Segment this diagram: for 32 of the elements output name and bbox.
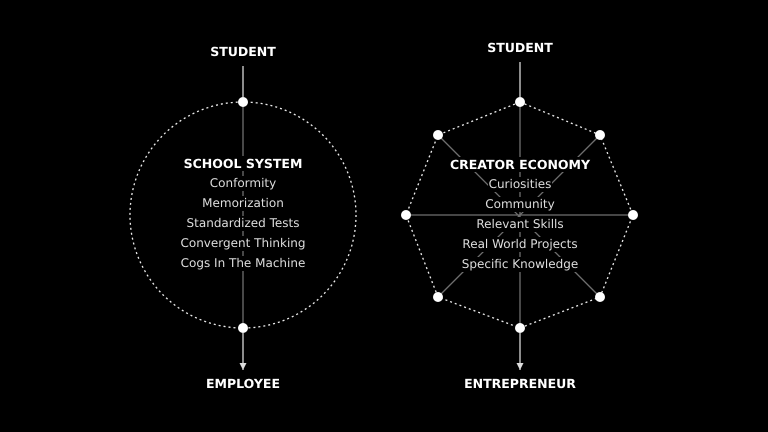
list-item: Community xyxy=(484,197,556,212)
dashed-circle xyxy=(129,101,357,329)
list-item: Real World Projects xyxy=(461,237,579,252)
junction-dot xyxy=(595,292,605,302)
list-item: Relevant Skills xyxy=(475,217,565,232)
list-item: Cogs In The Machine xyxy=(180,256,306,271)
list-item: Memorization xyxy=(201,196,285,211)
junction-dot xyxy=(515,323,525,333)
list-item: Convergent Thinking xyxy=(179,236,307,251)
connector-line xyxy=(519,62,521,97)
arrow xyxy=(240,333,246,370)
stage-label: STUDENT xyxy=(210,44,276,60)
junction-dot xyxy=(515,97,525,107)
arrow xyxy=(516,333,524,370)
list-item: Conformity xyxy=(208,176,278,191)
stage-label: STUDENT xyxy=(487,40,553,56)
junction-dot xyxy=(433,130,443,140)
junction-dot xyxy=(595,130,605,140)
list-item: Specific Knowledge xyxy=(460,257,580,272)
junction-dot xyxy=(401,210,411,220)
connector-line xyxy=(242,66,244,97)
junction-dot xyxy=(628,210,638,220)
stage-label: ENTREPRENEUR xyxy=(464,376,576,392)
section-heading: SCHOOL SYSTEM xyxy=(182,156,304,170)
list-item: Curiosities xyxy=(488,177,552,192)
junction-dot xyxy=(238,97,248,107)
junction-dot xyxy=(238,323,248,333)
stage-label: EMPLOYEE xyxy=(206,376,280,392)
junction-dot xyxy=(433,292,443,302)
list-item: Standardized Tests xyxy=(186,216,300,231)
dashed-octagon xyxy=(406,102,634,328)
section-heading: CREATOR ECONOMY xyxy=(448,156,592,172)
